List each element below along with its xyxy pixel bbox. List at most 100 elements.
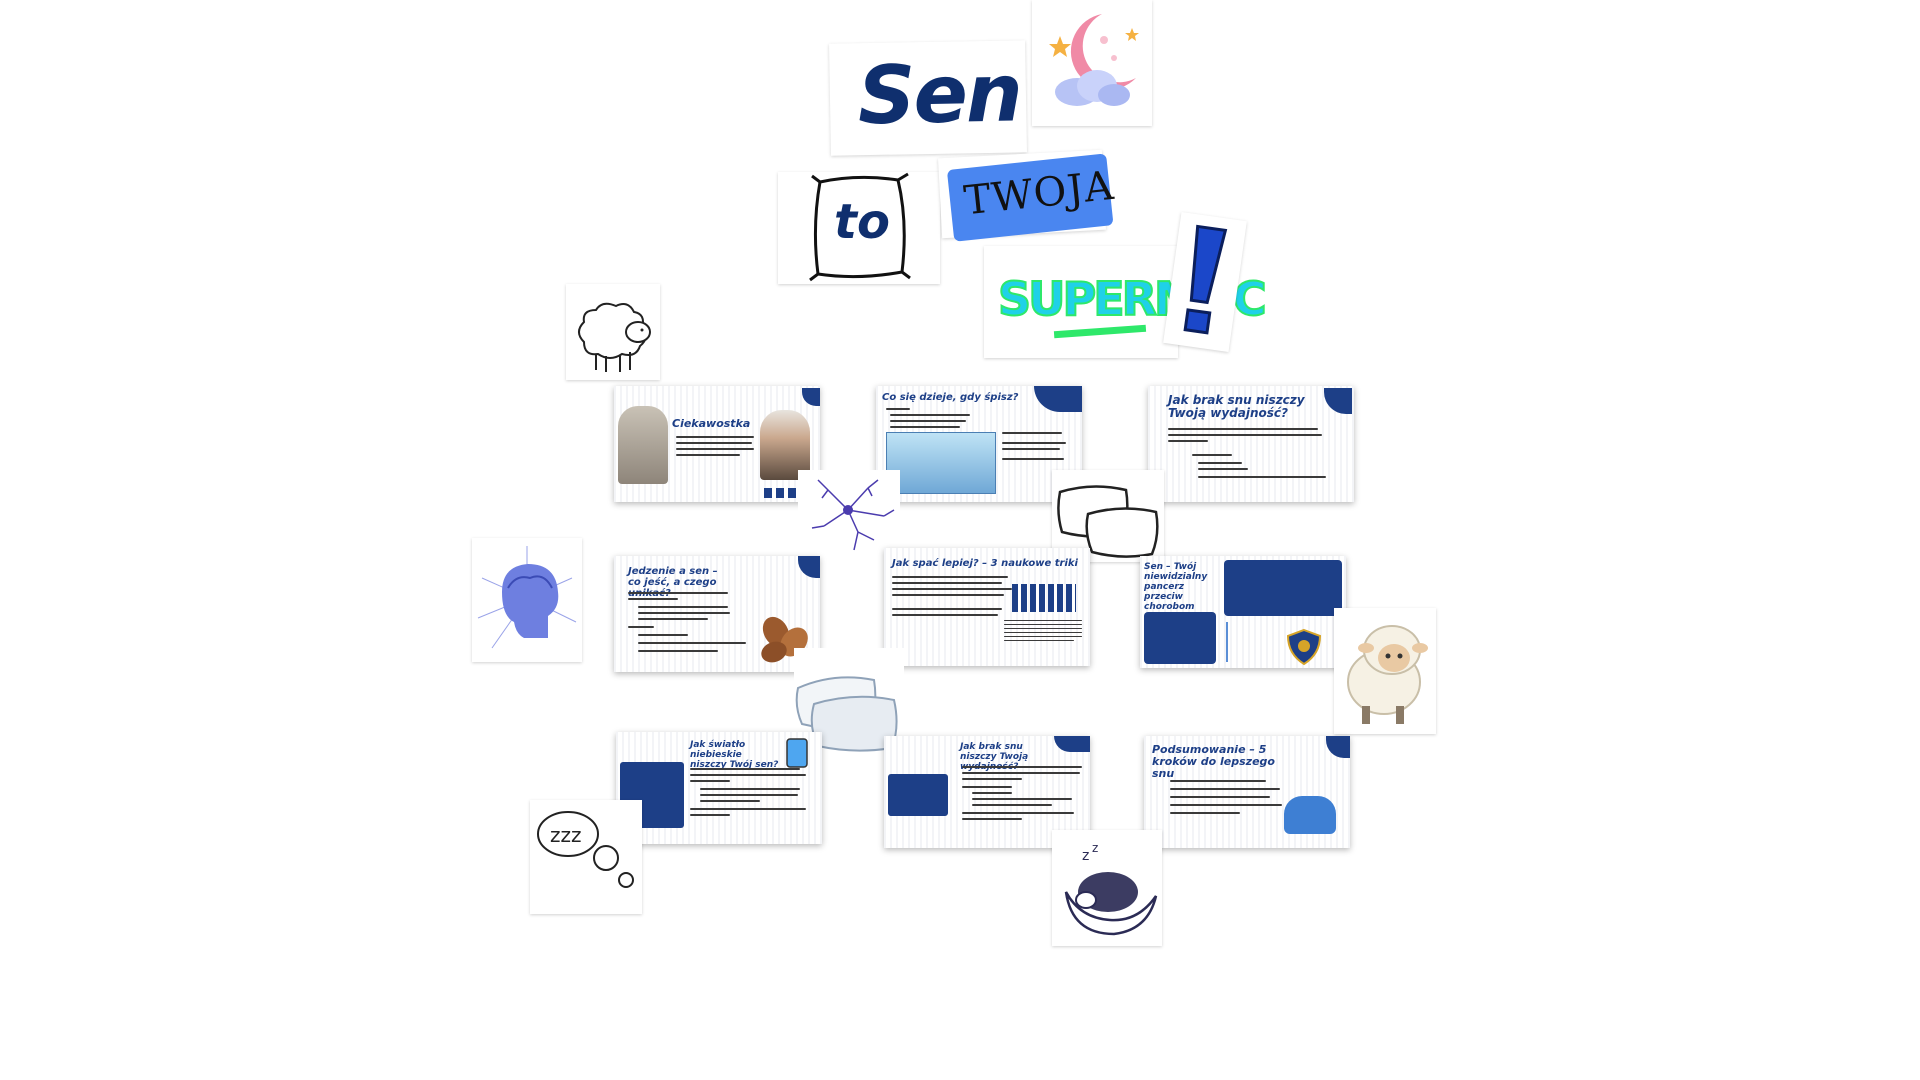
slide-jak-brak-snu-2[interactable]: Jak brak snu niszczy Twoją wydajność? xyxy=(884,736,1090,848)
pillows-sticker[interactable] xyxy=(1052,470,1164,562)
corner-deco xyxy=(764,488,818,498)
text-line xyxy=(892,576,1008,578)
text-line xyxy=(890,420,966,422)
svg-text:z: z xyxy=(1092,841,1098,855)
shield-icon xyxy=(1286,628,1322,666)
text-line xyxy=(1170,804,1282,806)
hypnogram-chart xyxy=(886,432,996,494)
text-line xyxy=(892,608,1002,610)
supermoc-underline xyxy=(1053,324,1147,339)
exclamation-icon xyxy=(1183,224,1228,335)
title-sen-card[interactable]: Sen xyxy=(829,40,1027,156)
text-line xyxy=(890,414,970,416)
pillows-icon xyxy=(795,676,898,752)
text-line xyxy=(690,808,806,810)
text-line xyxy=(1004,628,1082,629)
thought-bubble-sticker[interactable]: zzz xyxy=(530,800,642,914)
text-line xyxy=(886,408,910,410)
text-line xyxy=(1170,812,1240,814)
tablet-icon xyxy=(786,738,808,768)
twoja-label: TWOJA xyxy=(946,153,1117,242)
slide-podsumowanie[interactable]: Podsumowanie – 5 kroków do lepszego snu xyxy=(1144,736,1350,848)
sheep-sticker[interactable] xyxy=(566,284,660,380)
title-supermoc-card[interactable]: SUPERMOC xyxy=(984,246,1268,358)
slide-jak-spac[interactable]: Jak spać lepiej? – 3 naukowe triki xyxy=(884,548,1090,666)
text-line xyxy=(1168,434,1322,436)
text-line xyxy=(676,454,740,456)
leonardo-portrait xyxy=(618,406,668,484)
pillows-icon xyxy=(1057,485,1159,558)
slide-jak-brak-snu-1[interactable]: Jak brak snu niszczy Twoją wydajność? xyxy=(1148,386,1354,502)
text-panel xyxy=(1224,560,1342,616)
moon-cloud-icon xyxy=(1049,14,1139,106)
text-line xyxy=(972,804,1052,806)
title-twoja-card[interactable]: TWOJA xyxy=(938,149,1116,242)
text-line xyxy=(890,426,960,428)
slide-title: Jak światło niebieskie niszczy Twój sen? xyxy=(690,740,779,770)
corner-deco xyxy=(1054,736,1090,752)
brain-sticker[interactable] xyxy=(472,538,582,662)
text-line xyxy=(1170,796,1270,798)
svg-text:zzz: zzz xyxy=(550,823,582,847)
text-line xyxy=(676,448,754,450)
text-line xyxy=(638,642,746,644)
corner-deco xyxy=(1034,386,1082,412)
text-line xyxy=(962,818,1022,820)
text-line xyxy=(1198,476,1326,478)
text-line xyxy=(892,588,1012,590)
slide-jedzenie[interactable]: Jedzenie a sen – co jeść, a czego unikać… xyxy=(614,556,820,672)
slide-title: Sen – Twój niewidzialny pancerz przeciw … xyxy=(1144,562,1208,612)
text-line xyxy=(1004,620,1082,621)
text-line xyxy=(1004,636,1082,637)
text-line xyxy=(690,774,806,776)
title-twoja: TWOJA xyxy=(961,162,1117,225)
text-panel xyxy=(1144,612,1216,664)
text-line xyxy=(1002,432,1062,434)
text-line xyxy=(690,780,730,782)
title-to: to xyxy=(834,194,890,250)
text-line xyxy=(1198,462,1242,464)
text-line xyxy=(1170,788,1280,790)
text-line xyxy=(628,626,654,628)
text-line xyxy=(1004,624,1082,625)
neuron-sticker[interactable] xyxy=(798,470,900,564)
slide-pancerz[interactable]: Sen – Twój niewidzialny pancerz przeciw … xyxy=(1140,556,1346,668)
text-line xyxy=(638,606,728,608)
slide-swiatlo[interactable]: Jak światło niebieskie niszczy Twój sen? xyxy=(616,732,822,844)
slide-ciekawostka[interactable]: Ciekawostka xyxy=(614,386,820,502)
text-line xyxy=(700,800,760,802)
leaf-deco xyxy=(1226,622,1236,662)
text-line xyxy=(638,618,708,620)
sheep-icon xyxy=(1347,625,1428,724)
title-to-card[interactable]: to xyxy=(778,172,940,284)
sheep-cartoon-sticker[interactable] xyxy=(1334,608,1436,734)
text-line xyxy=(690,768,800,770)
text-line xyxy=(690,814,730,816)
corner-deco xyxy=(1326,736,1350,758)
text-line xyxy=(972,798,1072,800)
slide-title: Co się dzieje, gdy śpisz? xyxy=(882,392,1019,403)
corner-deco xyxy=(1324,388,1352,414)
text-line xyxy=(1198,468,1248,470)
slide-co-sie-dzieje[interactable]: Co się dzieje, gdy śpisz? xyxy=(876,386,1082,502)
text-panel xyxy=(888,774,948,816)
sheep-icon xyxy=(578,302,651,372)
text-line xyxy=(676,436,754,438)
slide-title: Jak brak snu niszczy Twoją wydajność? xyxy=(1168,393,1305,420)
text-line xyxy=(1170,780,1266,782)
exclamation-sticker[interactable] xyxy=(1163,212,1247,352)
text-line xyxy=(972,792,1012,794)
text-line xyxy=(638,634,688,636)
slide-title: Podsumowanie – 5 kroków do lepszego snu xyxy=(1152,743,1275,780)
moon-cloud-sticker[interactable] xyxy=(1032,0,1152,126)
text-line xyxy=(962,766,1082,768)
silhouettes xyxy=(1012,584,1076,612)
text-line xyxy=(892,594,1004,596)
text-line xyxy=(1002,448,1060,450)
text-line xyxy=(962,772,1080,774)
text-line xyxy=(1192,454,1232,456)
sleeping-sheep-sticker[interactable]: z z xyxy=(1052,830,1162,946)
text-line xyxy=(892,614,998,616)
text-line xyxy=(628,592,728,594)
